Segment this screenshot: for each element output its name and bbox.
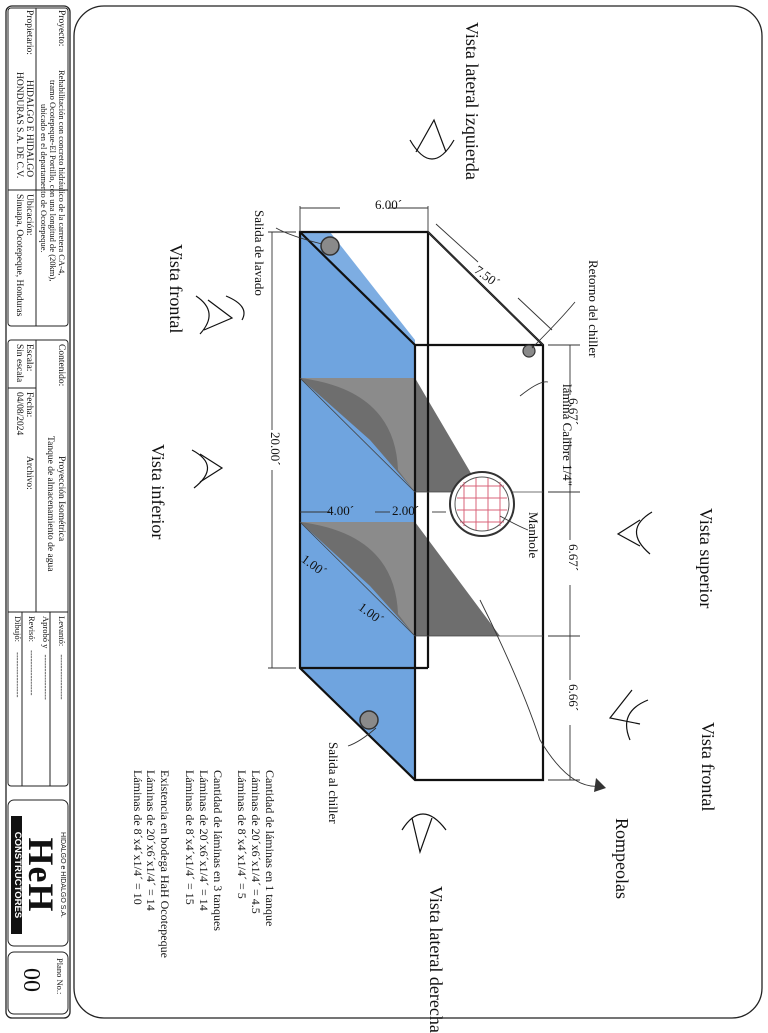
dimension-seg2: 6.67´ [566,544,581,572]
plan-number: 00 [18,968,44,992]
content-value: Proyección Isométrica Tanque de almacena… [45,436,66,572]
plan-number-label: Plano No.: [55,958,65,995]
view-label-front-bottom: Vista frontal [698,722,718,812]
location-field: Ubicación: Sinuapa, Ocotepeque, Honduras [13,194,34,317]
owner-value: HIDALGO E HIDALGO HONDURAS S.A. DE C.V. [13,72,34,179]
company-subtitle: CONSTRUCTORES [10,816,23,934]
wash-outlet-label: Salida de lavado [252,210,267,296]
baffle-plate-1 [300,378,482,492]
sheet-border [73,5,763,1019]
eye-icon-front-view-bottom [608,689,649,741]
approved-field: Aprobó y ---------------- [41,616,51,700]
dimension-length: 20.00´ [268,432,283,466]
title-block-border [5,5,71,1019]
dimension-width: 6.00´ [375,197,403,212]
leader-lines [275,227,606,792]
eye-icon-right-view [401,813,447,855]
reviewed-field: Revisó: ---------------- [27,616,37,696]
scale-field: Escala: Sin escala [13,344,34,383]
date-field: Fecha: 04/08/2024 [13,392,34,436]
sheet-quantity-notes: Cantidad de láminas en 1 tanque Láminas … [130,770,277,958]
chiller-outlet-pipe [359,710,379,730]
drew-field: Dibujó: ---------------- [13,616,23,698]
dimension-seg3: 6.66´ [566,684,581,712]
file-field: Archivo: [24,456,34,490]
eye-icon-top-view [616,511,653,555]
owner-field: Propietario: [24,10,34,55]
eye-icon-left-view [409,118,455,160]
breakwater-label: Rompeolas [612,818,632,899]
company-logo: HIDALGO e HIDALGO S.A. HeH CONSTRUCTORES [10,810,66,940]
eye-icon-front-view-top [195,295,245,335]
content-field: Contenido: [56,344,66,387]
dimension-seg1: 6.67´ [566,398,581,426]
wash-outlet-pipe [320,236,340,256]
surveyed-field: Levantó: ---------------- [57,616,67,700]
eye-icon-bottom-view [191,449,224,489]
title-block-grid [7,7,69,1015]
manhole-icon [449,471,515,537]
baffle-curve-2 [300,522,415,636]
chiller-return-label: Retorno del chiller [586,260,601,358]
view-label-bottom: Vista inferior [148,444,168,540]
view-label-top: Vista superior [696,508,716,609]
view-label-left: Vista lateral izquierda [462,22,482,180]
dimension-baffle-a: 4.00´ [327,503,355,518]
view-label-front-top: Vista frontal [166,244,186,334]
view-label-right: Vista lateral derecha [426,886,446,1033]
company-mark: HeH [20,837,61,913]
water-front-face [300,232,415,780]
project-label: Proyecto: [56,10,66,47]
chiller-outlet-label: Salida al chiller [326,742,341,824]
view-symbols [191,118,653,855]
project-description: Rehabilitación con concreto hidráulico d… [39,70,67,282]
manhole-label: Manhole [526,512,541,559]
project-field: Proyecto: [55,10,66,46]
dimension-baffle-b: 2.00´ [392,503,420,518]
baffle-curve-1 [300,378,415,492]
